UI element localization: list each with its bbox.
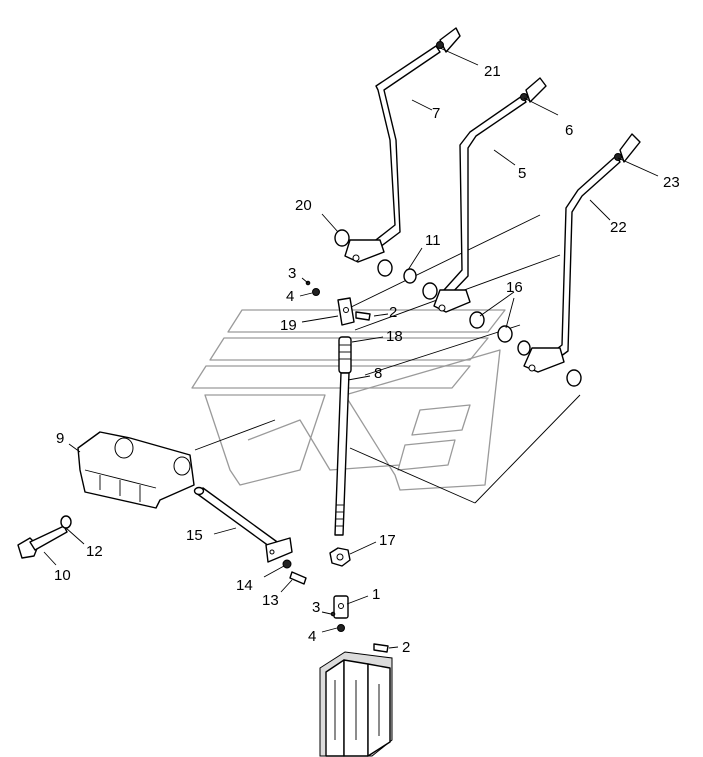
screw-2-upper: [355, 311, 371, 321]
watermark-logo: [191, 309, 506, 491]
washer-4-lower: [337, 624, 345, 632]
callout-1: 1: [372, 586, 380, 603]
callout-16: 16: [506, 279, 523, 296]
callout-21: 21: [484, 63, 501, 80]
callout-20: 20: [295, 197, 312, 214]
callout-2-upper: 2: [389, 304, 397, 321]
callout-15: 15: [186, 527, 203, 544]
bolt-10: [17, 525, 68, 559]
washer-14: [282, 559, 292, 569]
callout-3-upper: 3: [288, 265, 296, 282]
callout-4-upper: 4: [286, 288, 294, 305]
callout-8: 8: [374, 365, 382, 382]
callout-2-lower: 2: [402, 639, 410, 656]
lever-5: [433, 95, 527, 313]
screw-13: [289, 571, 307, 585]
pin-3-lower: [330, 611, 336, 617]
lever-22: [523, 155, 621, 373]
washer-4-upper: [312, 288, 320, 296]
control-valve-block: [319, 651, 393, 757]
callout-22: 22: [610, 219, 627, 236]
knob-21: [436, 27, 461, 53]
callout-17: 17: [379, 532, 396, 549]
callout-23: 23: [663, 174, 680, 191]
knob-23: [614, 133, 641, 163]
callout-7: 7: [432, 105, 440, 122]
callout-5: 5: [518, 165, 526, 182]
rod-8: [334, 372, 350, 536]
washer-12: [60, 515, 72, 529]
callout-14: 14: [236, 577, 253, 594]
callout-3-lower: 3: [312, 599, 320, 616]
callout-12: 12: [86, 543, 103, 560]
callout-18: 18: [386, 328, 403, 345]
lever-7: [344, 45, 441, 263]
leader-lines: [43, 47, 659, 649]
coupler-18: [338, 336, 352, 374]
callout-4-lower: 4: [308, 628, 316, 645]
callout-9: 9: [56, 430, 64, 447]
nut-17: [329, 547, 351, 567]
callout-11: 11: [425, 232, 441, 249]
callout-13: 13: [262, 592, 279, 609]
callout-6: 6: [565, 122, 573, 139]
assembly-guide-lines: [194, 214, 581, 504]
clevis-1: [333, 595, 349, 619]
screw-2-lower: [373, 643, 389, 653]
callout-19: 19: [280, 317, 297, 334]
bracket-19: [337, 297, 355, 326]
callout-10: 10: [54, 567, 71, 584]
callout-labels: 21 7 6 5 23 22 20 11 16 3 4 2 19 18 8 9 …: [54, 63, 680, 656]
bracket-15: [193, 486, 293, 563]
bracket-9: [77, 431, 195, 509]
